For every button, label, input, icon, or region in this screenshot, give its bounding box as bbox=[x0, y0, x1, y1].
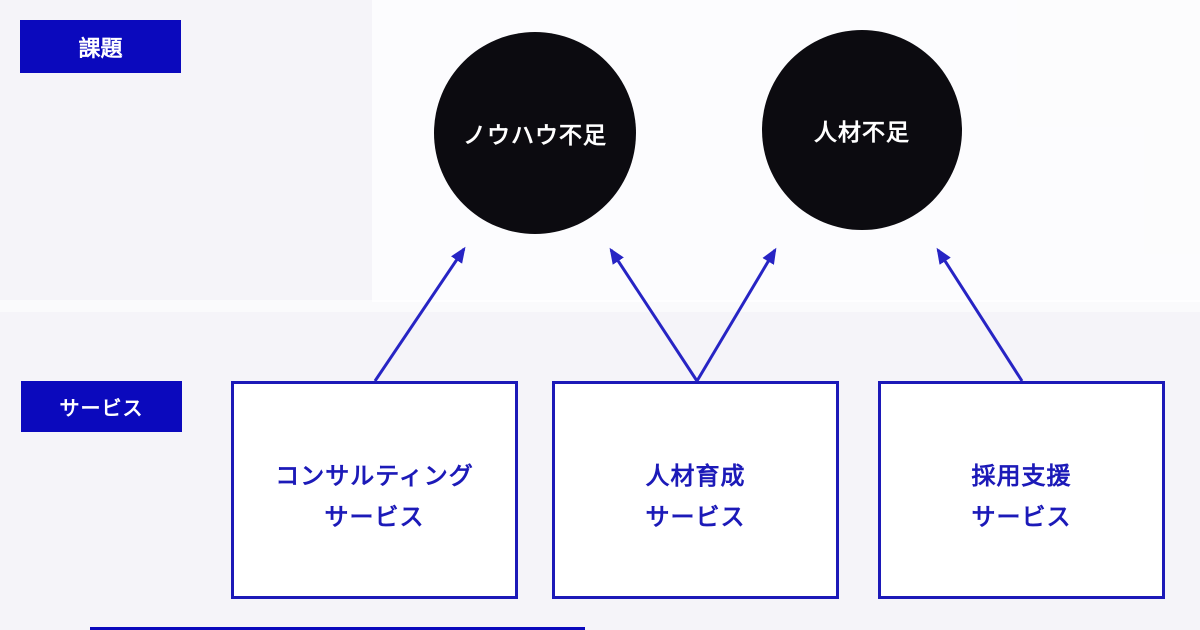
services-row-label: サービス bbox=[21, 381, 182, 432]
background-light-band-middle bbox=[0, 300, 1200, 312]
services-row-label-text: サービス bbox=[59, 396, 144, 420]
issues-row-label: 課題 bbox=[20, 20, 181, 73]
issues-row-label-text: 課題 bbox=[78, 36, 123, 62]
issue-circle-knowhow-shortage: ノウハウ不足 bbox=[434, 32, 636, 234]
service-box-recruiting-line1: 採用支援 bbox=[971, 462, 1072, 490]
service-box-consulting: コンサルティング サービス bbox=[231, 381, 518, 599]
service-box-recruiting-line2: サービス bbox=[971, 503, 1072, 531]
service-box-consulting-line1: コンサルティング bbox=[275, 462, 474, 490]
issue-circle-talent-shortage: 人材不足 bbox=[762, 30, 962, 230]
bottom-accent-bar bbox=[90, 627, 585, 630]
service-box-consulting-line2: サービス bbox=[324, 503, 425, 531]
service-box-recruiting: 採用支援 サービス bbox=[878, 381, 1165, 599]
service-box-training: 人材育成 サービス bbox=[552, 381, 839, 599]
issue-circle-talent-text: 人材不足 bbox=[814, 120, 910, 146]
service-box-training-line1: 人材育成 bbox=[645, 462, 746, 490]
service-box-training-line2: サービス bbox=[645, 503, 746, 531]
issue-circle-knowhow-text: ノウハウ不足 bbox=[463, 123, 607, 149]
